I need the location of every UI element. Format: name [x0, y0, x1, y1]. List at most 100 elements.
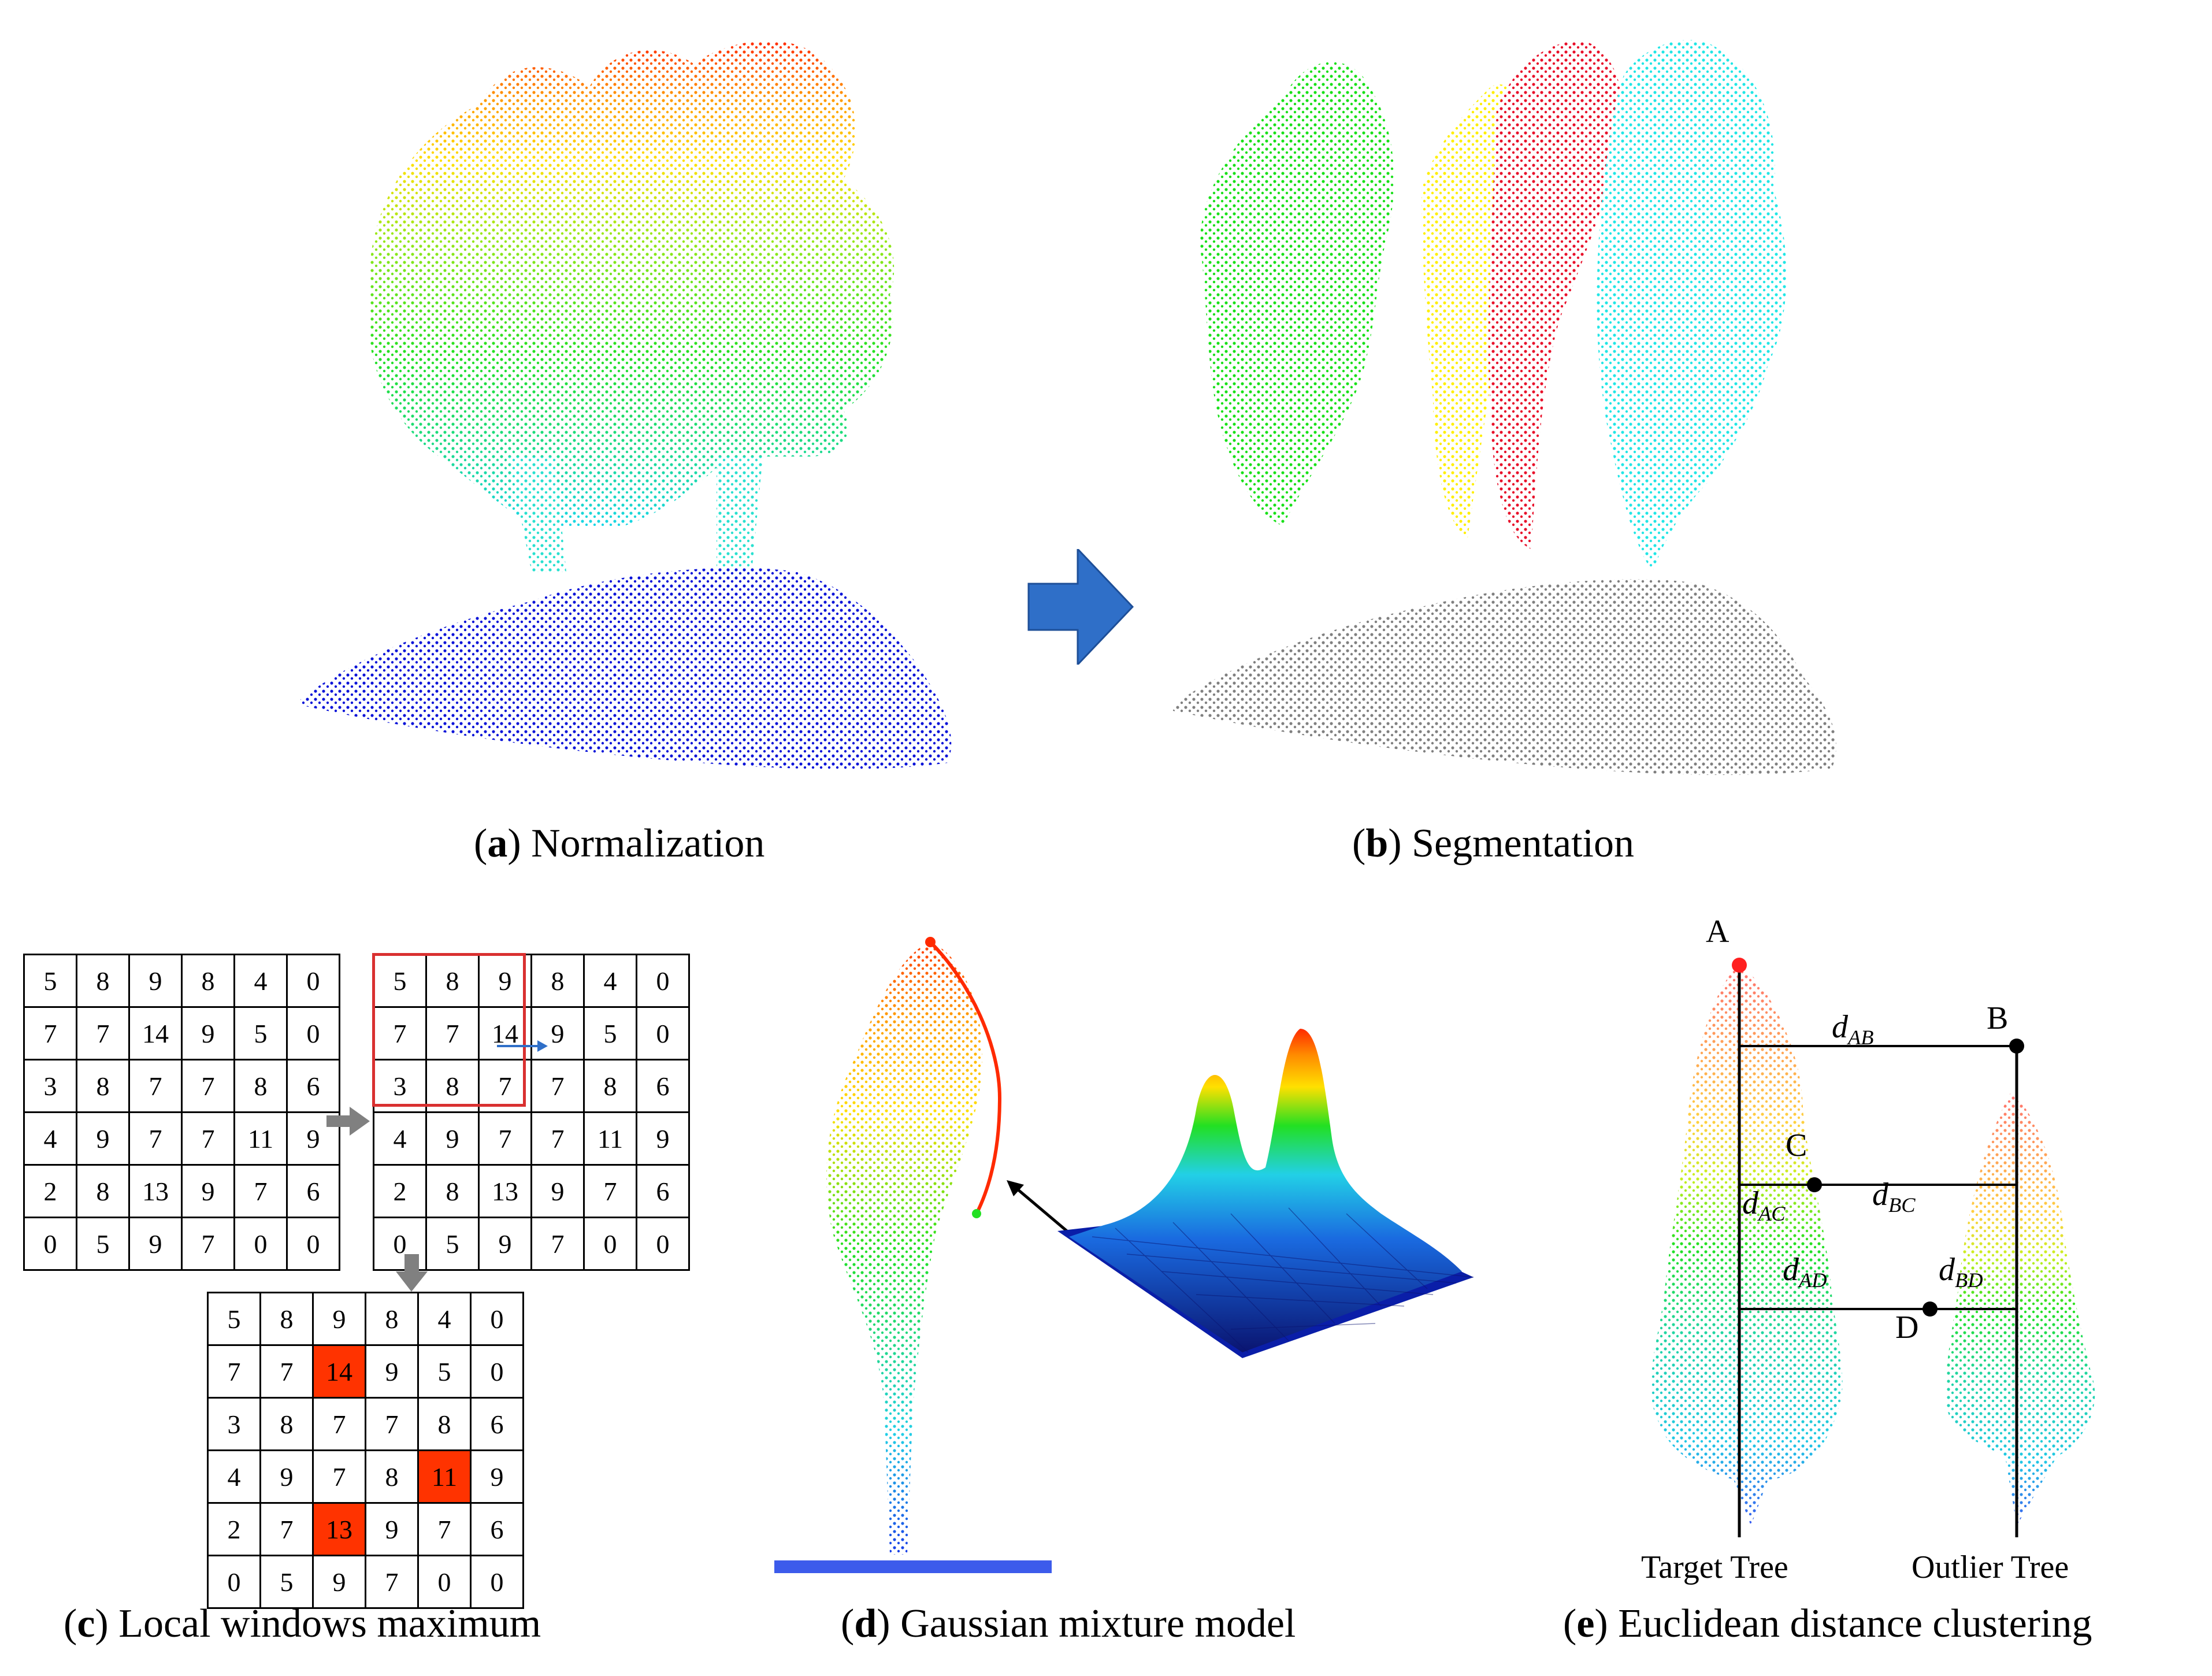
grid-cell: 7	[312, 1397, 366, 1451]
grid-cell: 7	[233, 1164, 288, 1218]
grid-cell: 6	[636, 1059, 690, 1113]
grid-cell: 4	[233, 954, 288, 1008]
gray-arrow-right	[326, 1107, 370, 1136]
tree-points	[826, 942, 982, 1555]
grid-cell: 7	[425, 1006, 480, 1061]
grid-cell: 9	[530, 1006, 585, 1061]
grid-cell: 8	[76, 954, 130, 1008]
grid-cell: 2	[207, 1502, 261, 1556]
caption-b: (b) Segmentation	[1352, 821, 1634, 866]
grid-cell: 0	[23, 1217, 77, 1271]
grid-cell: 13	[478, 1164, 532, 1218]
grid-cell: 8	[76, 1059, 130, 1113]
label-d-ab: dAB	[1832, 1009, 1874, 1050]
grid-cell: 9	[470, 1449, 524, 1504]
label-point-a: A	[1706, 914, 1729, 950]
label-d-bc: dBC	[1872, 1177, 1916, 1217]
grid-cell: 0	[373, 1217, 427, 1271]
ground-points-gray	[1173, 579, 1836, 775]
grid-cell: 5	[76, 1217, 130, 1271]
grid-cell: 9	[181, 1164, 235, 1218]
grid-cell: 0	[470, 1344, 524, 1399]
grid-cell: 9	[425, 1111, 480, 1166]
caption-e: (e) Euclidean distance clustering	[1563, 1601, 2092, 1646]
ground-strip	[774, 1560, 1052, 1573]
gray-arrow-down	[396, 1254, 428, 1292]
grid-cell: 7	[128, 1111, 183, 1166]
label-outlier-tree: Outlier Tree	[1912, 1549, 2069, 1585]
grid-cell: 9	[76, 1111, 130, 1166]
grid-cell: 9	[181, 1006, 235, 1061]
grid-cell: 6	[636, 1164, 690, 1218]
grid-cell: 0	[286, 1217, 340, 1271]
label-point-d: D	[1895, 1310, 1919, 1345]
point-b	[2009, 1039, 2024, 1054]
grid-cell: 8	[583, 1059, 637, 1113]
gmm-fit-curve	[929, 940, 1002, 1215]
curve-end-point	[972, 1209, 981, 1218]
grid-cell: 13	[312, 1502, 366, 1556]
grid-cell: 5	[417, 1344, 472, 1399]
single-tree-point-cloud	[774, 937, 1052, 1573]
label-d-bd: dBD	[1939, 1252, 1983, 1292]
grid-cell: 7	[181, 1217, 235, 1271]
grid-cell: 8	[233, 1059, 288, 1113]
grid-cell: 8	[259, 1292, 314, 1346]
grid-cell: 4	[373, 1111, 427, 1166]
grid-cell: 4	[417, 1292, 472, 1346]
grid-cell: 0	[286, 1006, 340, 1061]
grid-cell: 9	[530, 1164, 585, 1218]
grid-cell: 4	[583, 954, 637, 1008]
grid-cell: 9	[286, 1111, 340, 1166]
grid-cell: 3	[207, 1397, 261, 1451]
ground-points	[300, 568, 952, 769]
caption-c: (c) Local windows maximum	[64, 1601, 541, 1646]
grid-cell: 13	[128, 1164, 183, 1218]
grid-cell: 6	[286, 1059, 340, 1113]
grid-cell: 2	[23, 1164, 77, 1218]
normalization-point-cloud	[300, 40, 952, 769]
grid-cell: 7	[530, 1111, 585, 1166]
grid-cell: 5	[23, 954, 77, 1008]
grid-cell: 7	[23, 1006, 77, 1061]
label-point-c: C	[1786, 1128, 1808, 1163]
clustering-diagram	[1651, 958, 2095, 1537]
grid-cell: 8	[365, 1292, 419, 1346]
grid-cell: 0	[207, 1555, 261, 1609]
grid-cell: 3	[23, 1059, 77, 1113]
search-window-box	[372, 953, 526, 1107]
grid-cell: 8	[417, 1397, 472, 1451]
grid-cell: 9	[478, 1217, 532, 1271]
caption-a: (a) Normalization	[474, 821, 765, 866]
grid-cell: 7	[259, 1502, 314, 1556]
grid-cell: 7	[583, 1164, 637, 1218]
grid-cell: 6	[286, 1164, 340, 1218]
grid-cell: 6	[470, 1502, 524, 1556]
grid-cell: 6	[470, 1397, 524, 1451]
curve-top-point	[925, 937, 936, 947]
grid-cell: 7	[530, 1217, 585, 1271]
outlier-tree	[1946, 1092, 2095, 1526]
label-d-ad: dAD	[1783, 1252, 1827, 1292]
grid-cell: 7	[417, 1502, 472, 1556]
segmentation-point-cloud	[1173, 40, 1836, 775]
grid-cell: 0	[233, 1217, 288, 1271]
grid-cell: 0	[636, 954, 690, 1008]
grid-cell: 7	[365, 1555, 419, 1609]
grid-cell: 7	[365, 1397, 419, 1451]
label-target-tree: Target Tree	[1641, 1549, 1788, 1585]
grid-cell: 5	[207, 1292, 261, 1346]
grid-cell: 14	[128, 1006, 183, 1061]
